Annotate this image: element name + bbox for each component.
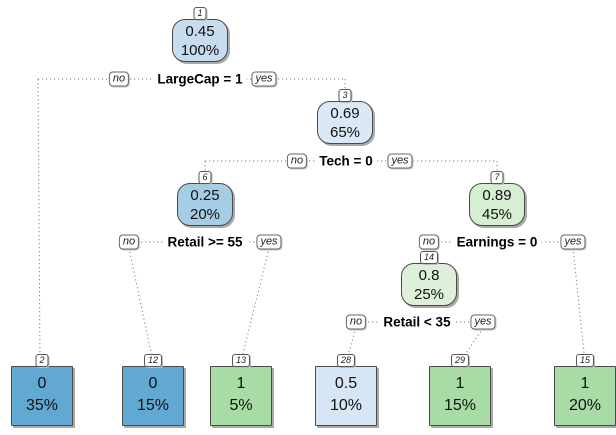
node-id-badge: 7 (490, 171, 504, 184)
branch-no-badge: no (286, 153, 308, 169)
split-condition-label: Retail < 35 (379, 314, 455, 330)
node-value: 0.25 (190, 187, 220, 204)
branch-no-badge: no (118, 234, 140, 250)
node-id-badge: 29 (450, 354, 470, 367)
node-percent: 45% (481, 206, 513, 223)
tree-node-28: 28 0.5 10% (315, 354, 377, 426)
tree-node-1: 1 0.45 100% (172, 7, 228, 62)
branch-yes-badge: yes (251, 71, 277, 87)
node-id-badge: 12 (143, 354, 163, 367)
node-percent: 20% (189, 206, 221, 223)
node-value: 1 (455, 375, 465, 392)
node-percent: 15% (443, 397, 477, 414)
node-value: 0.89 (482, 187, 512, 204)
node-percent: 5% (229, 397, 253, 414)
branch-yes-badge: yes (560, 234, 586, 250)
node-value: 0.69 (330, 105, 360, 122)
branch-line (459, 327, 484, 363)
node-percent: 35% (25, 397, 59, 414)
branch-yes-badge: yes (256, 234, 282, 250)
branch-no-badge: no (345, 314, 367, 330)
tree-node-15: 15 1 20% (554, 354, 616, 426)
node-id-badge: 15 (575, 354, 595, 367)
branch-line (37, 78, 41, 361)
branch-line (128, 247, 154, 363)
split-condition-label: Tech = 0 (315, 153, 377, 169)
node-value: 0.45 (185, 23, 215, 40)
node-value: 0.8 (418, 267, 440, 284)
node-value: 1 (580, 375, 590, 392)
branch-no-badge: no (108, 71, 130, 87)
node-id-badge: 28 (336, 354, 356, 367)
branch-yes-badge: yes (387, 153, 413, 169)
tree-node-12: 12 0 15% (122, 354, 184, 426)
node-percent: 100% (180, 42, 220, 59)
node-percent: 25% (413, 286, 445, 303)
tree-node-3: 3 0.69 65% (317, 89, 373, 144)
tree-node-13: 13 1 5% (210, 354, 272, 426)
node-id-badge: 13 (231, 354, 251, 367)
node-percent: 20% (568, 397, 602, 414)
node-id-badge: 14 (419, 251, 439, 264)
node-percent: 15% (136, 397, 170, 414)
split-condition-label: Earnings = 0 (452, 234, 542, 250)
branch-no-badge: no (418, 234, 440, 250)
tree-node-7: 7 0.89 45% (469, 171, 525, 226)
branch-line (572, 247, 586, 363)
tree-node-14: 14 0.8 25% (401, 251, 457, 306)
tree-node-29: 29 1 15% (429, 354, 491, 426)
node-value: 0 (148, 375, 158, 392)
tree-node-2: 2 0 35% (11, 354, 73, 426)
node-id-badge: 1 (193, 7, 207, 20)
node-id-badge: 6 (198, 171, 212, 184)
node-percent: 65% (329, 124, 361, 141)
branch-line (240, 247, 270, 363)
node-percent: 10% (329, 397, 363, 414)
split-condition-label: LargeCap = 1 (153, 71, 247, 87)
node-value: 0 (37, 375, 47, 392)
split-condition-label: Retail >= 55 (163, 234, 247, 250)
node-value: 0.5 (334, 375, 358, 392)
node-value: 1 (236, 375, 246, 392)
node-id-badge: 2 (35, 354, 49, 367)
node-id-badge: 3 (338, 89, 352, 102)
branch-yes-badge: yes (470, 314, 496, 330)
tree-node-6: 6 0.25 20% (177, 171, 233, 226)
